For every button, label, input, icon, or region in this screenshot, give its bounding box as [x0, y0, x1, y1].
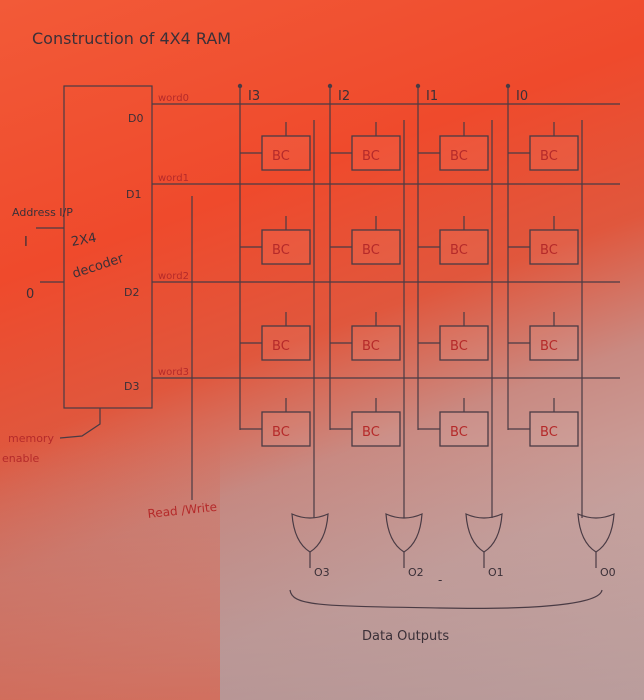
data-input-terminal — [416, 84, 420, 88]
diagram-title: Construction of 4X4 RAM — [32, 29, 231, 48]
word-label: word1 — [158, 173, 189, 184]
decoder-output-d3: D3 — [124, 380, 139, 393]
or-gate — [466, 514, 502, 552]
data-input-label: I2 — [338, 89, 350, 104]
binary-cell-label: BC — [362, 243, 380, 258]
or-gate — [578, 514, 614, 552]
decoder-label-line1: 2X4 — [70, 231, 98, 250]
binary-cell-label: BC — [450, 425, 468, 440]
binary-cell-label: BC — [362, 425, 380, 440]
data-input-label: I3 — [248, 89, 260, 104]
binary-cell-label: BC — [540, 425, 558, 440]
data-outputs-brace — [290, 590, 602, 608]
binary-cell-label: BC — [272, 425, 290, 440]
decoder-output-d0: D0 — [128, 112, 143, 125]
output-label: O1 — [488, 566, 504, 579]
binary-cell-label: BC — [450, 149, 468, 164]
output-label: O2 — [408, 566, 424, 579]
read-write-label: Read /Write — [147, 500, 218, 521]
binary-cell-label: BC — [272, 243, 290, 258]
binary-cell-label: BC — [272, 149, 290, 164]
binary-cell-label: BC — [540, 149, 558, 164]
output-label: O0 — [600, 566, 616, 579]
word-label: word3 — [158, 367, 189, 378]
data-input-terminal — [238, 84, 242, 88]
binary-cell-label: BC — [540, 339, 558, 354]
output-separator: - — [438, 573, 442, 587]
decoder-label-line2: decoder — [71, 251, 127, 282]
data-input-label: I1 — [426, 89, 438, 104]
data-input-label: I0 — [516, 89, 528, 104]
data-input-terminal — [328, 84, 332, 88]
binary-cell-label: BC — [272, 339, 290, 354]
binary-cell-label: BC — [362, 149, 380, 164]
binary-cell-label: BC — [362, 339, 380, 354]
memory-enable-line1: memory — [8, 432, 54, 445]
decoder-output-d1: D1 — [126, 188, 141, 201]
memory-enable-wire — [60, 408, 100, 438]
output-label: O3 — [314, 566, 330, 579]
binary-cell-label: BC — [450, 243, 468, 258]
memory-enable-line2: enable — [2, 452, 40, 465]
binary-cell-label: BC — [450, 339, 468, 354]
binary-cell-label: BC — [540, 243, 558, 258]
data-input-terminal — [506, 84, 510, 88]
address-label: Address I/P — [12, 206, 73, 219]
word-label: word2 — [158, 271, 189, 282]
data-outputs-label: Data Outputs — [362, 629, 449, 644]
or-gate — [292, 514, 328, 552]
address-input-0: 0 — [26, 287, 34, 302]
or-gate — [386, 514, 422, 552]
decoder-output-d2: D2 — [124, 286, 139, 299]
word-label: word0 — [158, 93, 189, 104]
address-input-1: I — [24, 235, 28, 250]
